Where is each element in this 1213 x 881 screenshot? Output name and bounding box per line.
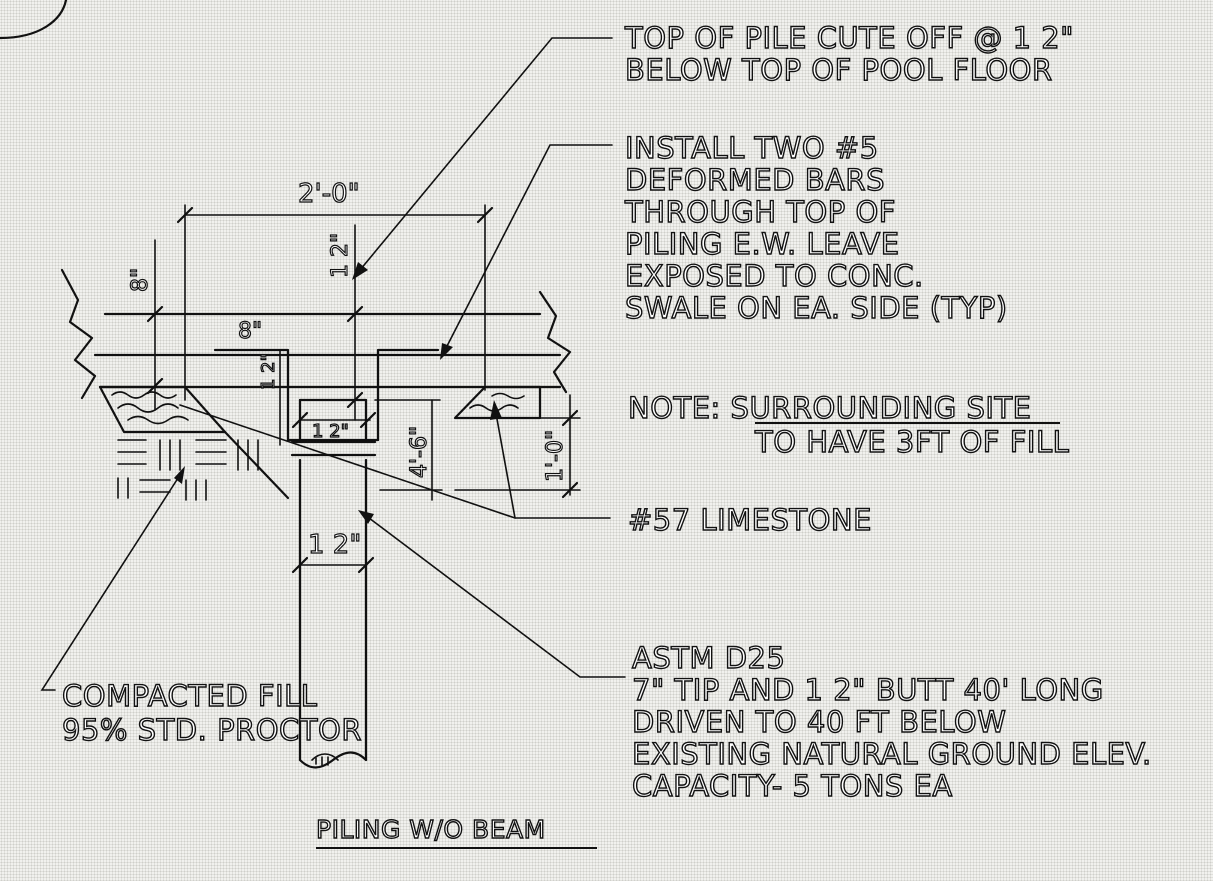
svg-text:THROUGH TOP OF: THROUGH TOP OF <box>624 195 896 229</box>
svg-text:7" TIP AND 1 2" BUTT 40' LONG: 7" TIP AND 1 2" BUTT 40' LONG <box>632 673 1104 707</box>
detail-title: PILING W/O BEAM <box>315 814 597 849</box>
svg-text:TO HAVE 3FT OF FILL: TO HAVE 3FT OF FILL <box>754 425 1069 459</box>
dim-step-12: 1 2" <box>258 353 279 390</box>
dim-overall-width: 2'-0" <box>298 179 360 209</box>
dim-pile-dia-12: 1 2" <box>308 530 361 560</box>
svg-text:COMPACTED FILL: COMPACTED FILL <box>62 679 317 713</box>
compacted-fill-hatch <box>117 430 290 501</box>
dim-depth-1-0: 1'-0" <box>543 430 568 482</box>
note-astm-pile: ASTM D25 7" TIP AND 1 2" BUTT 40' LONG D… <box>631 640 1152 803</box>
detail-title-text: PILING W/O BEAM <box>316 815 546 844</box>
svg-text:PILING E.W. LEAVE: PILING E.W. LEAVE <box>625 227 900 261</box>
dimension-labels: 2'-0" 8" 8" 1 2" 1 2" 1 2" 4'-6" 1'-0" 1… <box>127 178 568 560</box>
dim-slab-8: 8" <box>128 268 153 292</box>
svg-text:EXISTING NATURAL GROUND ELEV.: EXISTING NATURAL GROUND ELEV. <box>632 737 1152 771</box>
svg-text:ASTM D25: ASTM D25 <box>632 641 785 675</box>
svg-text:SWALE ON EA. SIDE (TYP): SWALE ON EA. SIDE (TYP) <box>625 291 1008 325</box>
svg-text:CAPACITY- 5 TONS EA: CAPACITY- 5 TONS EA <box>632 769 953 803</box>
note-limestone: #57 LIMESTONE <box>627 502 872 537</box>
leader-lines <box>40 37 626 691</box>
note-pile-cutoff: TOP OF PILE CUTE OFF @ 1 2" BELOW TOP OF… <box>623 20 1074 87</box>
detail-callout-circle <box>0 0 68 40</box>
dim-pile-12-vert: 1 2" <box>328 233 353 278</box>
svg-text:#57 LIMESTONE: #57 LIMESTONE <box>628 503 872 537</box>
dim-swale-8: 8" <box>238 319 262 344</box>
svg-text:EXPOSED TO CONC.: EXPOSED TO CONC. <box>625 259 924 293</box>
svg-text:TOP OF PILE CUTE OFF @ 1 2": TOP OF PILE CUTE OFF @ 1 2" <box>624 21 1074 55</box>
note-surrounding-site: NOTE: SURROUNDING SITE TO HAVE 3FT OF FI… <box>627 390 1069 459</box>
note-deformed-bars: INSTALL TWO #5 DEFORMED BARS THROUGH TOP… <box>623 130 1008 325</box>
svg-text:INSTALL TWO #5: INSTALL TWO #5 <box>625 131 879 165</box>
limestone-left <box>98 385 227 434</box>
svg-text:DRIVEN TO 40 FT BELOW: DRIVEN TO 40 FT BELOW <box>632 705 1006 739</box>
svg-text:BELOW TOP OF POOL FLOOR: BELOW TOP OF POOL FLOOR <box>625 53 1053 87</box>
svg-text:DEFORMED BARS: DEFORMED BARS <box>625 163 885 197</box>
svg-text:95% STD. PROCTOR: 95% STD. PROCTOR <box>62 713 362 747</box>
svg-text:NOTE: SURROUNDING SITE: NOTE: SURROUNDING SITE <box>628 391 1032 425</box>
dim-embed-4-6: 4'-6" <box>407 426 432 478</box>
note-compacted-fill: COMPACTED FILL 95% STD. PROCTOR <box>61 678 362 747</box>
dim-cap-12: 1 2" <box>312 421 349 442</box>
